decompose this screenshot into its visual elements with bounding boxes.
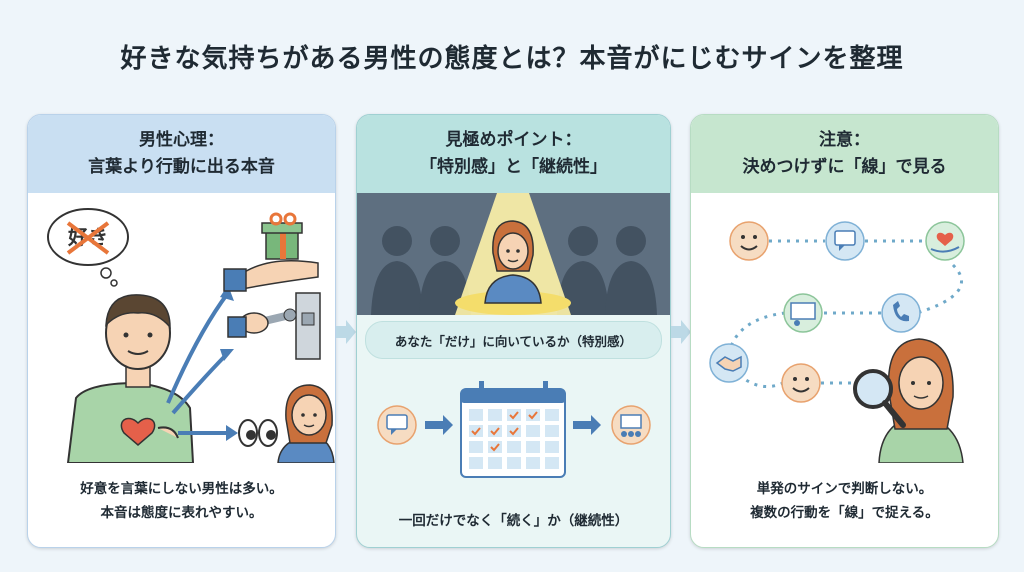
panel-header: 注意： 決めつけずに「線」で見る [691,115,998,193]
caption-line1: 単発のサインで判断しない。 [756,481,933,497]
caption-line2: 複数の行動を「線」で捉える。 [750,505,939,521]
magnifier-icon [853,369,906,428]
gift-icon [223,212,319,292]
panel-caption: 単発のサインで判断しない。 複数の行動を「線」で捉える。 [691,477,998,525]
special-feeling-label: あなた「だけ」に向いているか（特別感） [365,321,662,359]
wrench-icon [227,292,321,360]
panel-heading-line2: 「特別感」と「継続性」 [420,157,607,177]
panel-caption: 好意を言葉にしない男性は多い。 本音は態度に表れやすい。 [28,477,335,525]
thought-bubble-icon: 好き [47,208,129,287]
continuity-illustration [377,381,651,478]
panel-caution: 注意： 決めつけずに「線」で見る [690,114,999,548]
panel-heading-line1: 見極めポイント： [445,130,582,150]
chat-icon [825,221,865,261]
heart-hand-icon [925,221,965,261]
continuity-label: 一回だけでなく「続く」か（継続性） [398,513,629,529]
man-figure [66,294,195,463]
woman-figure [277,384,335,463]
panel-header: 男性心理： 言葉より行動に出る本音 [28,115,335,193]
panel-heading-line2: 決めつけずに「線」で見る [742,157,947,177]
male-psychology-illustration: 好き [47,208,335,463]
phone-icon [881,293,921,333]
woman-with-magnifier [853,338,964,463]
eyes-icon [238,419,278,447]
caption-line1: 好意を言葉にしない男性は多い。 [80,481,283,497]
smile-icon [729,221,769,261]
calendar-icon [460,381,566,478]
flow-arrow-icon [671,320,691,344]
page-title: 好きな気持ちがある男性の態度とは？本音がにじむサインを整理 [120,44,904,74]
panel-heading-line1: 注意： [819,130,870,150]
meeting-icon [611,405,651,445]
panel-heading-line1: 男性心理： [139,130,224,150]
panel-header: 見極めポイント： 「特別感」と「継続性」 [357,115,670,193]
handshake-icon [709,343,749,383]
silhouette-crowd [371,226,657,315]
signals-line-illustration [709,221,965,463]
smile-icon [781,363,821,403]
chat-icon [377,405,417,445]
panel-heading-line2: 言葉より行動に出る本音 [88,157,275,177]
panel-check-points: 見極めポイント： 「特別感」と「継続性」 あなた「だけ」に向いているか（特別感） [356,114,671,548]
flow-arrow-icon [336,320,356,344]
caption-line2: 本音は態度に表れやすい。 [100,505,263,521]
heart-icon [120,417,156,446]
panel-male-psychology: 男性心理： 言葉より行動に出る本音 好き [27,114,336,548]
spotlight-illustration [357,193,670,315]
presentation-icon [783,293,823,333]
woman-in-spotlight [484,220,542,304]
